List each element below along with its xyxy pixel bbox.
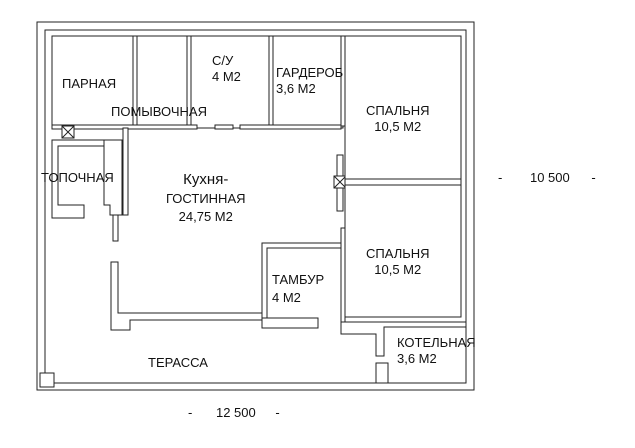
room-pomyvochnaya-label: ПОМЫВОЧНАЯ	[111, 104, 207, 120]
wall-tambur-bottom	[261, 317, 319, 329]
room-spalnya1-label: СПАЛЬНЯ 10,5 М2	[366, 103, 430, 135]
room-tambur-area: 4 М2	[272, 290, 301, 305]
wall-bedroom-left-lower	[340, 227, 346, 323]
room-kuhnya-label: Кухня- ГОСТИННАЯ 24,75 М2	[166, 170, 246, 226]
room-terassa-name: ТЕРАССА	[148, 355, 208, 370]
wall-su	[188, 35, 272, 129]
wall-kotelnaya-bottom	[375, 362, 389, 384]
room-parnaya-name: ПАРНАЯ	[62, 76, 117, 91]
room-su-label: С/У 4 М2	[212, 53, 241, 85]
room-garderob-label: ГАРДЕРОБ 3,6 М2	[276, 65, 343, 97]
room-tambur-name: ТАМБУР	[272, 272, 325, 287]
wall-spalnya2	[344, 184, 462, 318]
room-parnaya-label: ПАРНАЯ	[62, 76, 116, 92]
room-kotelnaya-name: КОТЕЛЬНАЯ	[397, 335, 476, 350]
dimension-depth-tick-left: -	[498, 170, 503, 185]
room-terassa-label: ТЕРАССА	[148, 355, 208, 371]
corner-post	[39, 372, 55, 388]
wall-topochnaya-right	[103, 139, 123, 216]
room-kuhnya-area: 24,75 М2	[178, 209, 233, 224]
dimension-width: - 12 500 -	[188, 405, 280, 421]
wall-kitchen-left	[122, 127, 129, 216]
room-kuhnya-name-1: Кухня-	[183, 171, 229, 188]
chimney-left-cross	[61, 125, 75, 139]
wall-bedroom-stub-top	[336, 154, 344, 177]
wall-parnaya	[51, 35, 136, 129]
wall-kotelnaya	[340, 321, 467, 357]
room-pomyvochnaya-name: ПОМЫВОЧНАЯ	[111, 104, 207, 119]
wall-spalnya1	[344, 35, 462, 180]
room-tambur-label: ТАМБУР 4 М2	[272, 270, 324, 306]
wall-bedroom-stub	[336, 187, 344, 212]
room-topochnaya-label: ТОПОЧНАЯ	[41, 170, 114, 186]
room-kuhnya-name-2: ГОСТИННАЯ	[166, 191, 246, 206]
chimney-right-cross	[333, 175, 347, 189]
room-su-name: С/У	[212, 53, 234, 68]
wall-bedroom-split	[344, 178, 462, 186]
dimension-width-tick-left: -	[188, 405, 193, 420]
dimension-width-tick-right: -	[275, 405, 280, 420]
room-garderob-name: ГАРДЕРОБ	[276, 65, 344, 80]
wall-topochnaya-stub	[112, 214, 119, 242]
room-garderob-area: 3,6 М2	[276, 81, 316, 96]
outer-wall	[36, 21, 475, 391]
room-spalnya1-area: 10,5 М2	[374, 119, 422, 134]
room-su-area: 4 М2	[212, 69, 241, 84]
divider-3	[268, 35, 274, 129]
room-kotelnaya-area: 3,6 М2	[397, 351, 437, 366]
wall-kitchen-bottom	[110, 261, 263, 331]
room-spalnya2-area: 10,5 М2	[374, 262, 422, 277]
room-spalnya1-name: СПАЛЬНЯ	[366, 103, 430, 118]
room-spalnya2-label: СПАЛЬНЯ 10,5 М2	[366, 246, 430, 278]
dimension-width-value: 12 500	[215, 405, 256, 420]
room-kotelnaya-label: КОТЕЛЬНАЯ 3,6 М2	[397, 335, 476, 367]
wall-top-row-b	[214, 124, 234, 130]
dimension-depth-tick-right: -	[591, 170, 596, 185]
wall-top-row-c	[239, 124, 342, 130]
dimension-depth-value: 10 500	[529, 170, 570, 185]
room-spalnya2-name: СПАЛЬНЯ	[366, 246, 430, 261]
wall-garderob	[270, 35, 344, 129]
room-topochnaya-name: ТОПОЧНАЯ	[41, 170, 114, 185]
dimension-depth: - 10 500 -	[498, 170, 596, 186]
